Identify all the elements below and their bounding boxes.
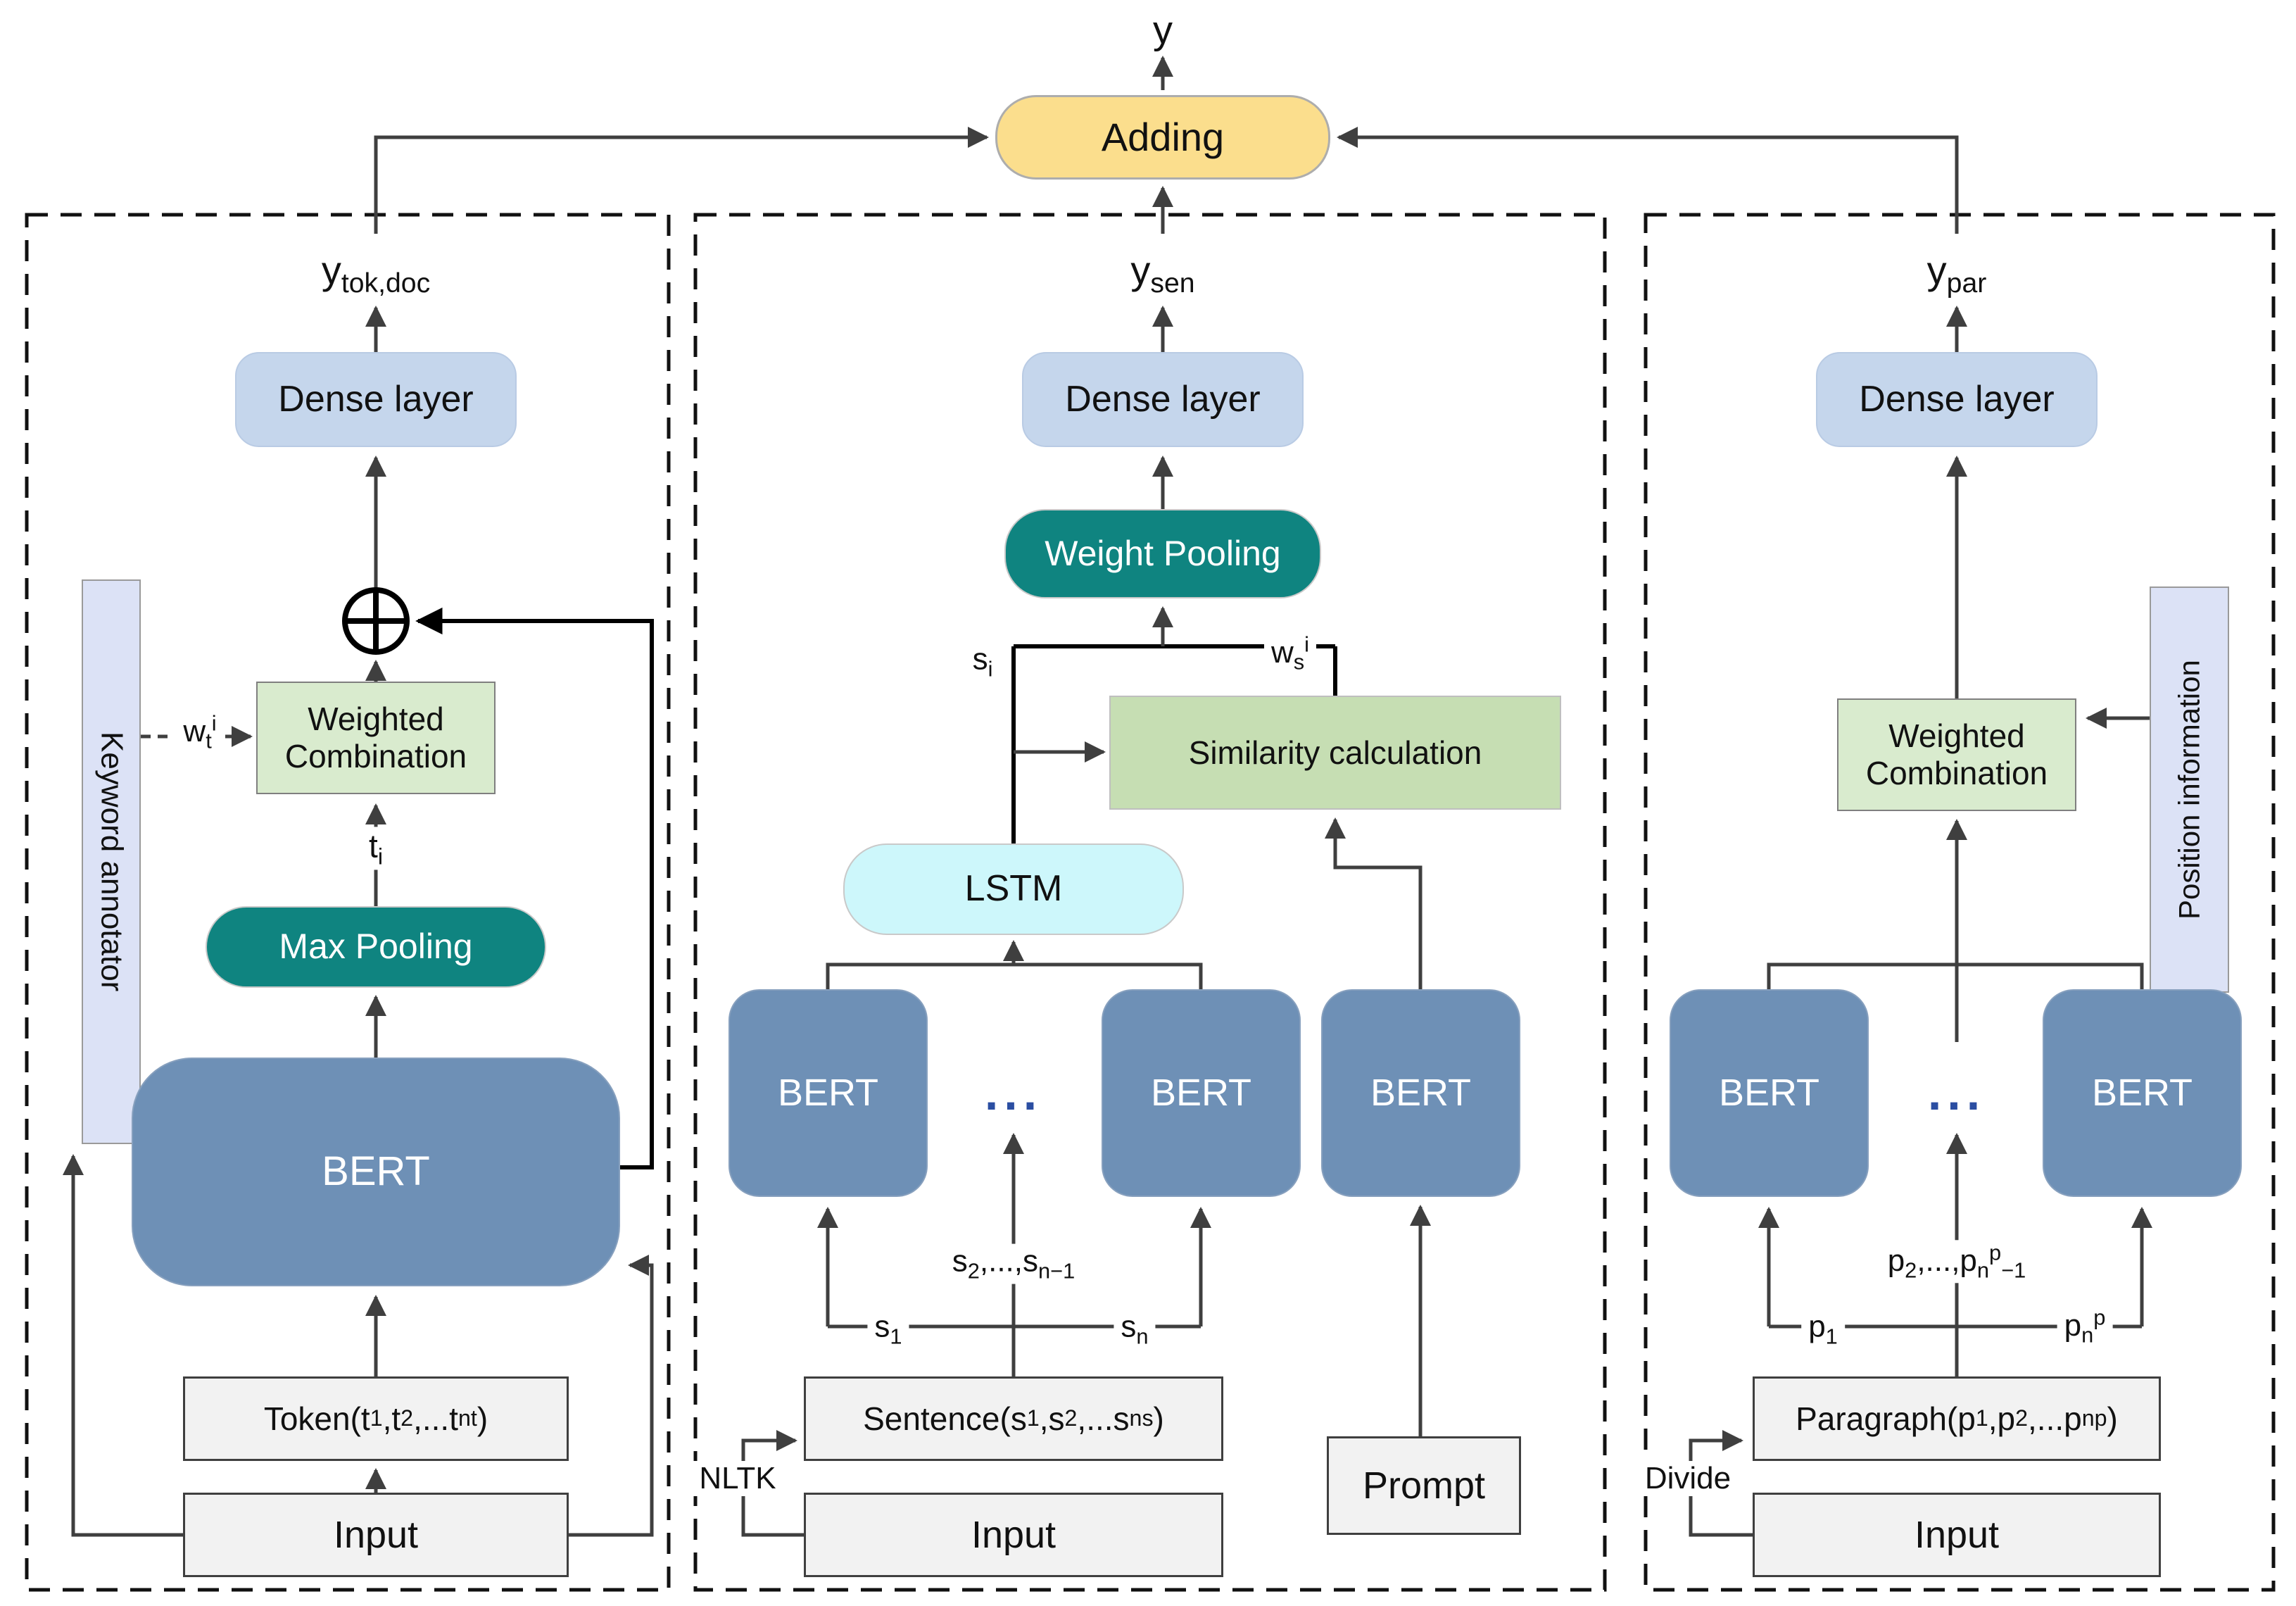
- pn-label: pnp: [2057, 1305, 2113, 1348]
- bert-prompt: BERT: [1321, 989, 1520, 1197]
- bert-sentence-1: BERT: [728, 989, 928, 1197]
- add-operator-cross: [345, 590, 407, 652]
- dense-layer-token: Dense layer: [235, 352, 517, 447]
- sentence-weight-label: wsi: [1263, 632, 1317, 675]
- ypar-output-label: ypar: [1926, 247, 1987, 299]
- wire-left-to-adding: [374, 127, 989, 234]
- input-paragraph: Input: [1753, 1493, 2161, 1577]
- sn-label: sn: [1114, 1309, 1156, 1350]
- bert-sentence-n: BERT: [1102, 989, 1301, 1197]
- panel-paragraph: [1644, 213, 2276, 1592]
- weighted-combination-paragraph: Weighted Combination: [1837, 698, 2076, 811]
- wire-bert1-to-oplus: [415, 607, 654, 1169]
- dense-layer-paragraph: Dense layer: [1816, 352, 2098, 447]
- token-embedding-label: ti: [362, 827, 390, 870]
- wire-input1-to-bert1: [569, 1255, 654, 1537]
- weight-pooling: Weight Pooling: [1004, 509, 1321, 598]
- max-pooling: Max Pooling: [206, 906, 546, 988]
- nltk-label: NLTK: [692, 1461, 783, 1496]
- bracket-bert-tops-middle: [826, 962, 1203, 989]
- bert-paragraph-n: BERT: [2043, 989, 2242, 1197]
- input-token: Input: [183, 1493, 569, 1577]
- panel-token-document: [25, 213, 671, 1592]
- ysen-output-label: ysen: [1130, 247, 1195, 299]
- dense-layer-sentence: Dense layer: [1022, 352, 1304, 447]
- token-weight-label: wti: [183, 710, 217, 753]
- input-sentence: Input: [804, 1493, 1223, 1577]
- wire-right-to-adding: [1337, 127, 1959, 234]
- ellipsis-paragraph: ...: [1927, 1065, 1986, 1120]
- s1-label: s1: [867, 1309, 909, 1350]
- sentence-embedding-label: si: [965, 641, 1000, 682]
- weighted-combination-token: Weighted Combination: [256, 682, 496, 794]
- keyword-annotator: Keyword annotator: [82, 579, 141, 1144]
- paragraph-range-label: p2,...,pnp−1: [1880, 1240, 2033, 1284]
- position-information: Position information: [2150, 586, 2229, 993]
- sentence-range-label: s2,...,sn−1: [945, 1243, 1083, 1284]
- prompt-box: Prompt: [1327, 1436, 1521, 1535]
- lstm: LSTM: [843, 843, 1184, 935]
- ellipsis-sentence: ...: [984, 1065, 1043, 1120]
- p1-label: p1: [1801, 1309, 1845, 1350]
- bert-paragraph-1: BERT: [1670, 989, 1869, 1197]
- bert-token: BERT: [132, 1058, 620, 1286]
- final-output-label: y: [1153, 7, 1173, 52]
- ytok-output-label: ytok,doc: [321, 247, 431, 299]
- wire-promptbert-to-similarity: [1325, 817, 1423, 989]
- wire-input1-to-annotator: [63, 1154, 183, 1537]
- similarity-calculation: Similarity calculation: [1109, 696, 1561, 810]
- divide-label: Divide: [1637, 1461, 1739, 1496]
- adding-node: Adding: [995, 95, 1330, 180]
- panel-sentence: [693, 213, 1607, 1592]
